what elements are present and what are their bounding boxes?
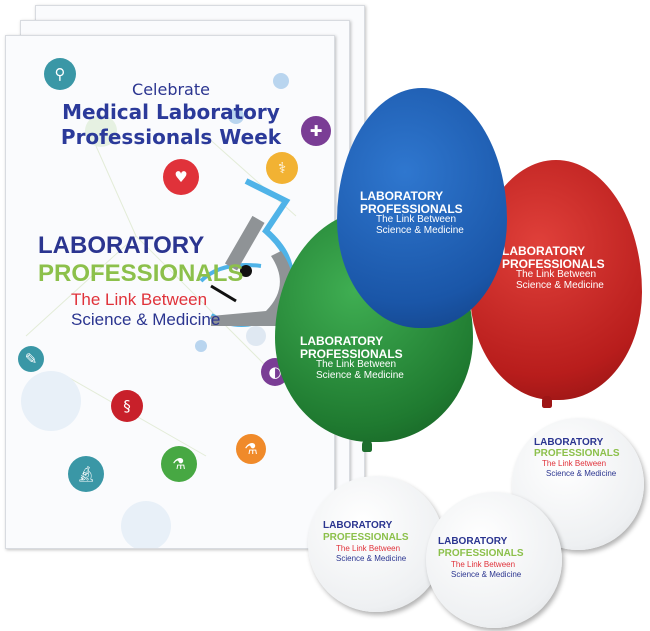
balloon-red-word2: PROFESSIONALS (502, 256, 605, 271)
syringe-icon: ✎ (18, 346, 44, 372)
balloon-blue-logo: LABORATORY PROFESSIONALS The Link Betwee… (360, 190, 464, 236)
balloon-blue-tag1: The Link Between (376, 214, 457, 226)
balloon-red-tag2: Science & Medicine (516, 279, 604, 291)
pin-right-word2: PROFESSIONALS (534, 448, 620, 459)
balloon-green-tag2: Science & Medicine (316, 369, 404, 381)
dna-icon: § (111, 390, 143, 422)
pin-left-word1: LABORATORY (323, 520, 393, 531)
pin-middle-tag1: The Link Between (451, 560, 516, 569)
stethoscope-icon: ⚕ (266, 152, 298, 184)
balloon-green-word2: PROFESSIONALS (300, 346, 403, 361)
microscope-icon: 🔬︎ (68, 456, 104, 492)
logo-tagline-2: Science & Medicine (71, 310, 221, 329)
logo-laboratory: LABORATORY (38, 232, 205, 259)
balloon-blue-word1: LABORATORY (360, 189, 444, 203)
magnifier-icon: ⚲ (44, 58, 76, 90)
flask-icon: ⚗ (236, 434, 266, 464)
network-background (21, 73, 297, 548)
ambulance-icon: ✚ (301, 116, 331, 146)
balloon-red-logo: LABORATORY PROFESSIONALS The Link Betwee… (502, 245, 605, 291)
poster-front: ⚲ ♥ ⚕ ✚ ✎ ◐ § ⚗ ⚗ 🔬︎ Celebrate Medical L… (5, 35, 335, 549)
balloon-green-tag1: The Link Between (316, 359, 397, 371)
pin-right-tag2: Science & Medicine (546, 469, 617, 478)
logo-tagline-1: The Link Between (71, 290, 208, 309)
balloon-red-word1: LABORATORY (502, 244, 586, 258)
balloon-blue (337, 88, 507, 328)
balloon-green-word1: LABORATORY (300, 334, 384, 348)
test-tubes-icon: ⚗ (161, 446, 197, 482)
poster-celebrate: Celebrate (132, 80, 210, 99)
pin-right-word1: LABORATORY (534, 437, 604, 448)
poster-title-line2: Professionals Week (60, 125, 282, 149)
pin-middle-word2: PROFESSIONALS (438, 548, 524, 559)
balloon-green-knot (362, 440, 372, 452)
pin-left-tag1: The Link Between (336, 544, 401, 553)
balloon-red-knot (542, 396, 552, 408)
button-pin-right: LABORATORY PROFESSIONALS The Link Betwee… (512, 418, 644, 550)
pin-left-word2: PROFESSIONALS (323, 532, 409, 543)
logo-professionals: PROFESSIONALS (38, 260, 244, 287)
pin-middle-word1: LABORATORY (438, 536, 508, 547)
balloon-blue-word2: PROFESSIONALS (360, 201, 463, 216)
pin-left-tag2: Science & Medicine (336, 554, 407, 563)
balloon-green-logo: LABORATORY PROFESSIONALS The Link Betwee… (300, 335, 404, 381)
balloon-blue-tag2: Science & Medicine (376, 224, 464, 236)
heart-icon: ♥ (163, 159, 199, 195)
button-pin-middle: LABORATORY PROFESSIONALS The Link Betwee… (426, 492, 562, 628)
button-pin-left: LABORATORY PROFESSIONALS The Link Betwee… (308, 476, 444, 612)
poster-title-line1: Medical Laboratory (62, 100, 280, 124)
pin-middle-tag2: Science & Medicine (451, 570, 522, 579)
pin-right-tag1: The Link Between (542, 459, 607, 468)
balloon-red-tag1: The Link Between (516, 269, 597, 281)
